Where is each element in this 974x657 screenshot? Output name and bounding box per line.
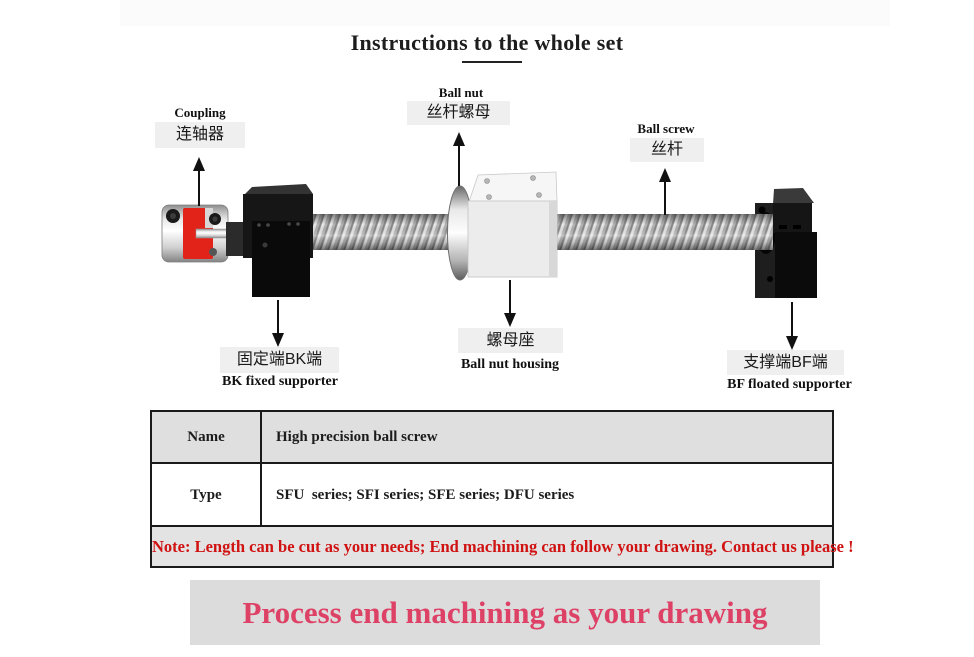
- ball-screw-label-en: Ball screw: [637, 121, 695, 136]
- title-underline: [462, 61, 522, 63]
- table-row: Name High precision ball screw: [150, 410, 834, 464]
- spec-table: Name High precision ball screw Type SFU …: [150, 410, 834, 529]
- callout-arrows-up: [198, 145, 666, 215]
- spec-name-label: Name: [150, 410, 262, 464]
- bf-label-zh: 支撑端BF端: [727, 350, 844, 375]
- page-title: Instructions to the whole set: [350, 30, 624, 55]
- bk-arrowhead-icon: [272, 333, 284, 347]
- housing-arrowhead-icon: [504, 313, 516, 327]
- ball-screw-assembly-diagram: [161, 132, 817, 350]
- housing-label-en: Ball nut housing: [460, 357, 560, 372]
- process-banner: Process end machining as your drawing: [190, 580, 820, 645]
- ball-nut-housing-block: [467, 171, 558, 278]
- coupling-shaft-connector: [226, 222, 248, 256]
- spec-type-value: SFU series; SFI series; SFE series; DFU …: [260, 462, 834, 529]
- ball-nut-label-zh: 丝杆螺母: [407, 101, 510, 125]
- bf-arrowhead-icon: [786, 336, 798, 350]
- table-row: Type SFU series; SFI series; SFE series;…: [150, 462, 834, 529]
- bk-label-en: BK fixed supporter: [222, 374, 338, 389]
- top-faint-band: [120, 0, 890, 26]
- coupling-part: [161, 204, 229, 263]
- ball-screw-label-zh: 丝杆: [630, 138, 704, 162]
- coupling-label-en: Coupling: [174, 105, 226, 120]
- spec-name-value: High precision ball screw: [260, 410, 834, 464]
- ball-nut-arrowhead-icon: [453, 132, 465, 146]
- bf-support-block: [773, 188, 817, 298]
- housing-label-zh: 螺母座: [458, 328, 563, 353]
- note-row: Note: Length can be cut as your needs; E…: [150, 525, 854, 568]
- ball-nut-label-en: Ball nut: [438, 85, 484, 100]
- coupling-arrowhead-icon: [193, 157, 205, 171]
- bf-label-en: BF floated supporter: [727, 377, 852, 392]
- coupling-label-zh: 连轴器: [155, 122, 245, 148]
- bk-support-block: [243, 184, 313, 297]
- ball-screw-arrowhead-icon: [659, 168, 671, 182]
- spec-type-label: Type: [150, 462, 262, 529]
- bk-label-zh: 固定端BK端: [220, 347, 339, 373]
- callout-arrows-down: [277, 280, 793, 338]
